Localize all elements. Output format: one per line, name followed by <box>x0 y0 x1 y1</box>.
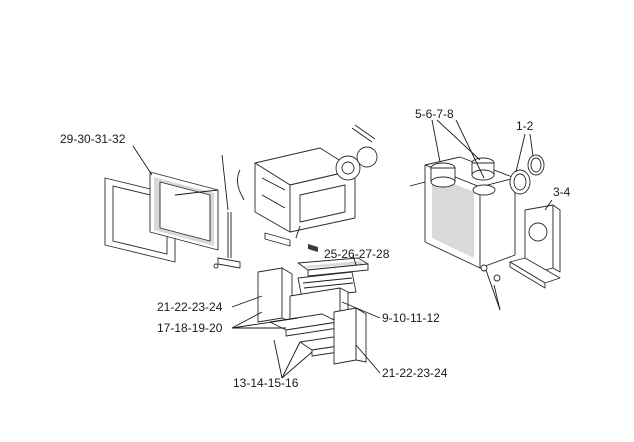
label-ring-adapters: 1-2 <box>516 119 534 133</box>
label-bottom-bricks: 13-14-15-16 <box>233 376 299 390</box>
leader-lines <box>132 119 553 379</box>
ring-adapters <box>509 154 545 195</box>
firebrick-set <box>257 257 369 365</box>
firebox-insert <box>213 124 378 269</box>
label-side-brick-left: 21-22-23-24 <box>157 300 223 314</box>
label-bracket: 3-4 <box>553 185 571 199</box>
mounting-bracket <box>509 204 561 289</box>
label-rear-brick: 9-10-11-12 <box>382 311 440 325</box>
label-flue-collars: 5-6-7-8 <box>415 107 454 121</box>
label-hearth-bricks: 17-18-19-20 <box>157 321 223 335</box>
label-side-brick-right: 21-22-23-24 <box>382 366 448 380</box>
flue-housing <box>424 156 516 282</box>
glass-door-frame <box>104 171 219 263</box>
label-grate-top: 25-26-27-28 <box>324 247 390 261</box>
label-door-frame: 29-30-31-32 <box>60 132 126 146</box>
